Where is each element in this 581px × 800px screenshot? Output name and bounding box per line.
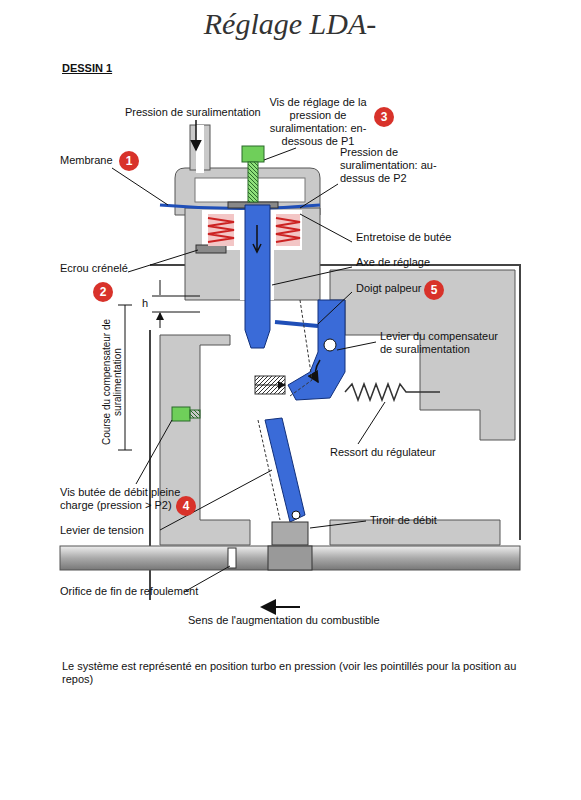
callout-number: 2	[93, 282, 113, 302]
callout-text: 3	[381, 110, 388, 124]
part-label: Orifice de fin de refoulement	[60, 585, 198, 598]
part-label: Levier du compensateur de suralimentatio…	[380, 330, 510, 356]
part-label: Entretoise de butée	[356, 231, 451, 244]
dimension-label: Course du compensateur de suralimentatio…	[101, 317, 123, 447]
part-label: Levier de tension	[60, 524, 144, 537]
direction-label: Sens de l'augmentation du combustible	[188, 614, 380, 627]
part-label: Doigt palpeur	[356, 282, 421, 295]
part-label: Ecrou crénelé	[60, 262, 128, 275]
dimension-label: h	[142, 297, 148, 310]
callout-number: 4	[176, 496, 196, 516]
part-label: Axe de réglage	[356, 256, 430, 269]
part-label: Tiroir de débit	[370, 514, 437, 527]
part-label: Vis butée de débit pleine charge (pressi…	[60, 486, 188, 512]
callout-number: 5	[424, 280, 444, 300]
part-label: Pression de suralimentation: au-dessus d…	[340, 146, 450, 185]
callout-text: 1	[126, 154, 133, 168]
handwritten-title: Réglage LDA-	[150, 6, 430, 42]
callout-number: 1	[119, 151, 139, 171]
callout-text: 2	[100, 285, 107, 299]
callout-text: 4	[183, 499, 190, 513]
part-label: Membrane	[60, 154, 113, 167]
part-label: Ressort du régulateur	[330, 446, 436, 459]
drawing-number: DESSIN 1	[62, 62, 112, 75]
caption: Le système est représenté en position tu…	[62, 660, 532, 686]
callout-number: 3	[374, 107, 394, 127]
part-label: Pression de suralimentation	[125, 106, 261, 119]
callout-text: 5	[431, 283, 438, 297]
part-label: Vis de réglage de la pression de suralim…	[262, 96, 374, 148]
